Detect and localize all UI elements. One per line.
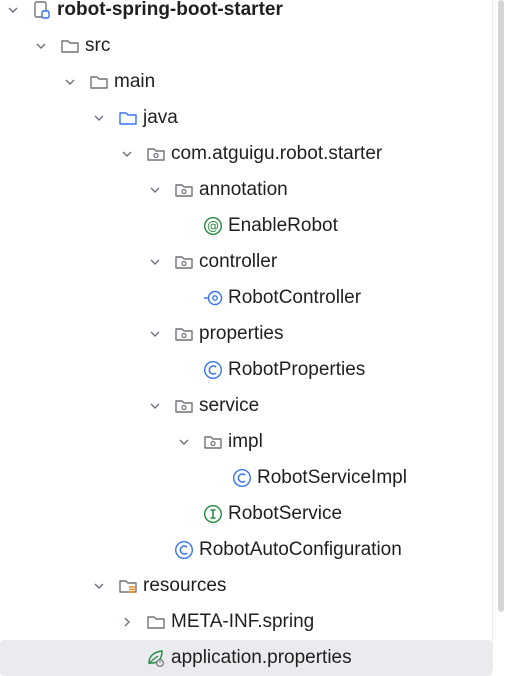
chevron-down-icon[interactable]: [61, 73, 79, 91]
tree-item-label: java: [143, 107, 178, 128]
module-icon: [32, 0, 52, 20]
chevron-down-icon[interactable]: [175, 433, 193, 451]
tree-item-package-root[interactable]: com.atguigu.robot.starter: [0, 136, 492, 172]
tree-item-label: controller: [199, 251, 278, 272]
tree-item-robot-spring-boot-starter[interactable]: robot-spring-boot-starter: [0, 0, 492, 28]
tree-item-main[interactable]: main: [0, 64, 492, 100]
tree-item-meta-inf-spring[interactable]: META-INF.spring: [0, 604, 492, 640]
folder-icon: [146, 612, 166, 632]
chevron-down-icon[interactable]: [146, 253, 164, 271]
tree-item-label: com.atguigu.robot.starter: [171, 143, 383, 164]
tree-item-src[interactable]: src: [0, 28, 492, 64]
tree-item-label: main: [114, 71, 156, 92]
chevron-down-icon[interactable]: [146, 397, 164, 415]
tree-item-label: annotation: [199, 179, 288, 200]
tree-item-label: service: [199, 395, 260, 416]
vertical-scrollbar[interactable]: [498, 0, 504, 612]
tree-item-label: properties: [199, 323, 284, 344]
tree-item-robotproperties[interactable]: RobotProperties: [0, 352, 492, 388]
class-icon: [203, 360, 223, 380]
chevron-down-icon[interactable]: [90, 577, 108, 595]
folder-icon: [89, 72, 109, 92]
interface-icon: [203, 504, 223, 524]
tree-item-enablerobot[interactable]: @ EnableRobot: [0, 208, 492, 244]
tree-item-application-properties[interactable]: application.properties: [0, 640, 492, 676]
chevron-down-icon[interactable]: [4, 1, 22, 19]
tree-item-label: RobotServiceImpl: [257, 467, 407, 488]
package-icon: [203, 432, 223, 452]
annotation-icon: @: [203, 216, 223, 236]
tree-item-label: src: [85, 35, 111, 56]
tree-item-label: RobotService: [228, 503, 343, 524]
tree-item-label: RobotController: [228, 287, 362, 308]
tree-item-resources[interactable]: resources: [0, 568, 492, 604]
tree-item-robotautoconfiguration[interactable]: RobotAutoConfiguration: [0, 532, 492, 568]
resources-folder-icon: [118, 576, 138, 596]
tree-item-label: EnableRobot: [228, 215, 338, 236]
source-folder-icon: [118, 108, 138, 128]
tree-item-controller[interactable]: controller: [0, 244, 492, 280]
svg-text:@: @: [207, 219, 219, 233]
tree-item-robotservice[interactable]: RobotService: [0, 496, 492, 532]
panel-divider: [492, 0, 493, 670]
class-icon: [174, 540, 194, 560]
folder-icon: [60, 36, 80, 56]
tree-item-annotation[interactable]: annotation: [0, 172, 492, 208]
tree-item-robotserviceimpl[interactable]: RobotServiceImpl: [0, 460, 492, 496]
tree-item-label: application.properties: [171, 647, 352, 668]
tree-item-properties[interactable]: properties: [0, 316, 492, 352]
chevron-down-icon[interactable]: [32, 37, 50, 55]
tree-item-label: RobotAutoConfiguration: [199, 539, 402, 560]
tree-item-label: RobotProperties: [228, 359, 366, 380]
chevron-down-icon[interactable]: [146, 181, 164, 199]
tree-item-label: resources: [143, 575, 227, 596]
endpoint-icon: [203, 288, 223, 308]
class-icon: [232, 468, 252, 488]
chevron-down-icon[interactable]: [118, 145, 136, 163]
chevron-down-icon[interactable]: [90, 109, 108, 127]
tree-item-label: robot-spring-boot-starter: [57, 0, 283, 20]
tree-item-label: META-INF.spring: [171, 611, 315, 632]
spring-properties-icon: [146, 648, 166, 668]
tree-item-label: impl: [228, 431, 263, 452]
package-icon: [174, 324, 194, 344]
chevron-down-icon[interactable]: [146, 325, 164, 343]
package-icon: [174, 252, 194, 272]
tree-item-impl[interactable]: impl: [0, 424, 492, 460]
package-icon: [174, 180, 194, 200]
package-icon: [174, 396, 194, 416]
package-icon: [146, 144, 166, 164]
tree-item-service[interactable]: service: [0, 388, 492, 424]
tree-item-java[interactable]: java: [0, 100, 492, 136]
tree-item-robotcontroller[interactable]: RobotController: [0, 280, 492, 316]
chevron-right-icon[interactable]: [118, 613, 136, 631]
